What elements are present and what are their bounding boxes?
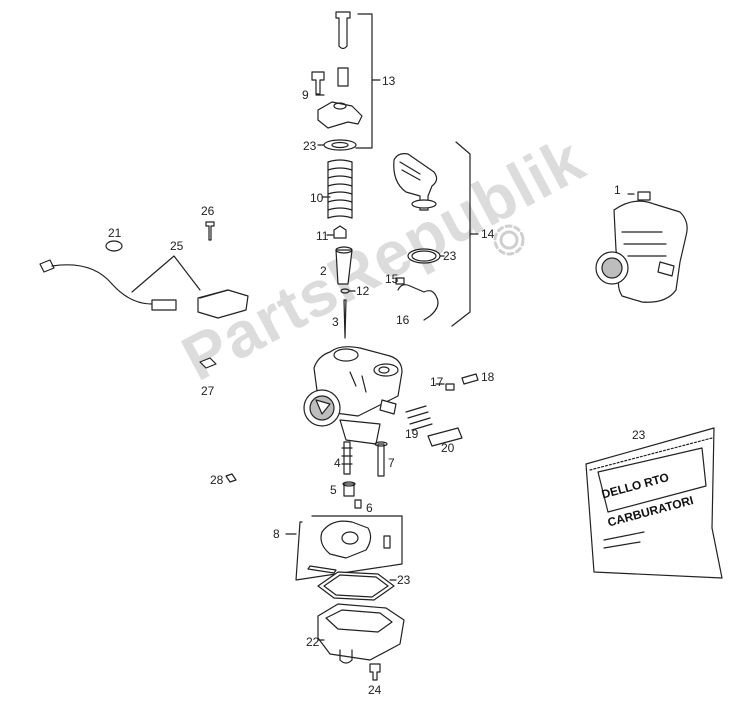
float-assembly: [285, 515, 403, 581]
part-label-16: 16: [396, 313, 410, 327]
part-label-24: 24: [368, 683, 382, 697]
part-label-2: 2: [320, 264, 327, 278]
part-label-20: 20: [441, 441, 455, 455]
part-label-23: 23: [632, 428, 646, 442]
carburetor-body: [303, 346, 403, 445]
part-label-17: 17: [430, 375, 444, 389]
part-label-26: 26: [201, 204, 215, 218]
slide-needle-group: [326, 225, 356, 339]
part-label-14: 14: [481, 227, 495, 241]
part-label-4: 4: [334, 456, 341, 470]
part-label-1: 1: [614, 183, 621, 197]
part-label-8: 8: [273, 527, 280, 541]
intake-manifold-group: [393, 141, 479, 327]
part-label-22: 22: [306, 635, 320, 649]
part-label-18: 18: [481, 370, 495, 384]
part-label-28: 28: [210, 473, 224, 487]
carburetor-assembly: [595, 191, 688, 303]
gear-icon: [493, 224, 525, 256]
part-label-12: 12: [356, 284, 370, 298]
part-label-21: 21: [108, 226, 122, 240]
part-label-23: 23: [397, 573, 411, 587]
part-label-25: 25: [170, 239, 184, 253]
drain-screw: [369, 663, 381, 681]
part-label-9: 9: [302, 88, 309, 102]
part-label-23: 23: [303, 139, 317, 153]
part-label-19: 19: [405, 427, 419, 441]
part-label-23: 23: [443, 249, 457, 263]
screws-right: [405, 373, 479, 447]
heater-wire-group: [39, 221, 249, 483]
part-label-15: 15: [385, 272, 399, 286]
part-label-5: 5: [330, 483, 337, 497]
part-label-27: 27: [201, 384, 215, 398]
part-label-11: 11: [316, 229, 329, 243]
jets-group: [341, 441, 388, 509]
part-label-7: 7: [388, 456, 395, 470]
part-label-13: 13: [382, 74, 396, 88]
repair-kit-bag: [585, 427, 723, 579]
spring: [321, 159, 353, 219]
throttle-top-assembly: [311, 11, 381, 151]
bowl-gasket: [317, 571, 397, 601]
part-label-10: 10: [310, 191, 324, 205]
part-label-3: 3: [332, 315, 339, 329]
part-label-6: 6: [366, 501, 373, 515]
float-bowl: [317, 603, 405, 664]
